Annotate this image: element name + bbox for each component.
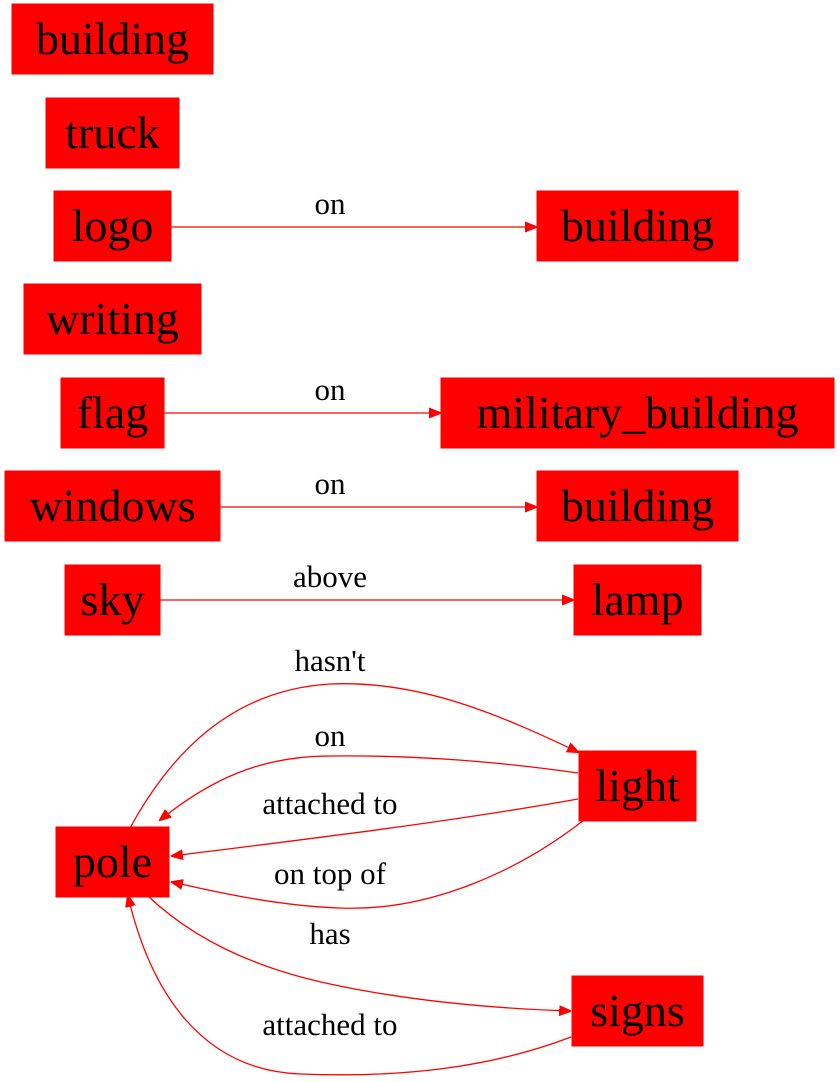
edge-label: attached to (262, 786, 397, 821)
node-logo: logo (53, 190, 172, 262)
node-label: lamp (592, 574, 684, 625)
node-label: building (36, 13, 189, 64)
node-signs: signs (571, 975, 704, 1047)
edge-label: hasn't (294, 643, 365, 678)
node-label: building (561, 480, 714, 531)
edge-light-attached-to-pole: attached to (172, 786, 579, 856)
edge-label: on (315, 718, 347, 753)
node-label: windows (29, 480, 195, 531)
edge-line (128, 896, 572, 1076)
node-building-2: building (536, 190, 739, 262)
node-label: building (561, 200, 714, 251)
node-box (64, 564, 161, 636)
node-box (60, 377, 165, 449)
node-box (45, 97, 180, 169)
node-label: sky (81, 574, 145, 625)
edge-line (129, 683, 578, 829)
node-label: pole (73, 836, 152, 887)
node-label: signs (590, 985, 685, 1036)
edge-label: attached to (262, 1007, 397, 1042)
node-box (571, 975, 704, 1047)
node-box (55, 826, 170, 898)
node-military-building: military_building (440, 377, 835, 449)
edge-pole-has-signs: has (147, 895, 570, 1011)
node-box (11, 3, 214, 75)
edge-label: on top of (274, 856, 387, 891)
node-lamp: lamp (573, 564, 702, 636)
node-box (573, 564, 702, 636)
node-box (440, 377, 835, 449)
edge-line (172, 798, 579, 856)
node-writing: writing (23, 283, 202, 355)
edge-label: has (309, 916, 350, 951)
edge-signs-attached-to-pole: attached to (128, 896, 572, 1076)
node-building-3: building (536, 470, 739, 542)
edge-label: above (293, 559, 367, 594)
node-box (53, 190, 172, 262)
edge-label: on (315, 372, 347, 407)
node-label: military_building (477, 387, 799, 438)
node-flag: flag (60, 377, 165, 449)
node-box (23, 283, 202, 355)
edge-line (147, 895, 570, 1011)
edge-sky-above-lamp: above (160, 559, 573, 600)
edge-label: on (315, 186, 347, 221)
edge-label: on (315, 466, 347, 501)
node-box (578, 750, 697, 822)
node-truck: truck (45, 97, 180, 169)
node-pole: pole (55, 826, 170, 898)
node-light: light (578, 750, 697, 822)
edge-line (172, 819, 585, 909)
node-label: light (595, 760, 680, 811)
node-box (4, 470, 221, 542)
node-label: flag (77, 387, 149, 438)
edge-light-on-pole: on (160, 718, 579, 820)
node-label: truck (65, 107, 160, 158)
node-label: logo (72, 200, 154, 251)
edge-flag-on-military-building: on (164, 372, 440, 413)
node-sky: sky (64, 564, 161, 636)
node-windows: windows (4, 470, 221, 542)
node-box (536, 470, 739, 542)
node-building-1: building (11, 3, 214, 75)
edge-logo-on-building: on (171, 186, 536, 227)
node-box (536, 190, 739, 262)
edge-pole-hasnt-light: hasn't (129, 643, 578, 829)
edge-light-on-top-of-pole: on top of (172, 819, 585, 909)
node-label: writing (46, 293, 179, 344)
edge-windows-on-building: on (220, 466, 536, 507)
edge-line (160, 755, 579, 820)
